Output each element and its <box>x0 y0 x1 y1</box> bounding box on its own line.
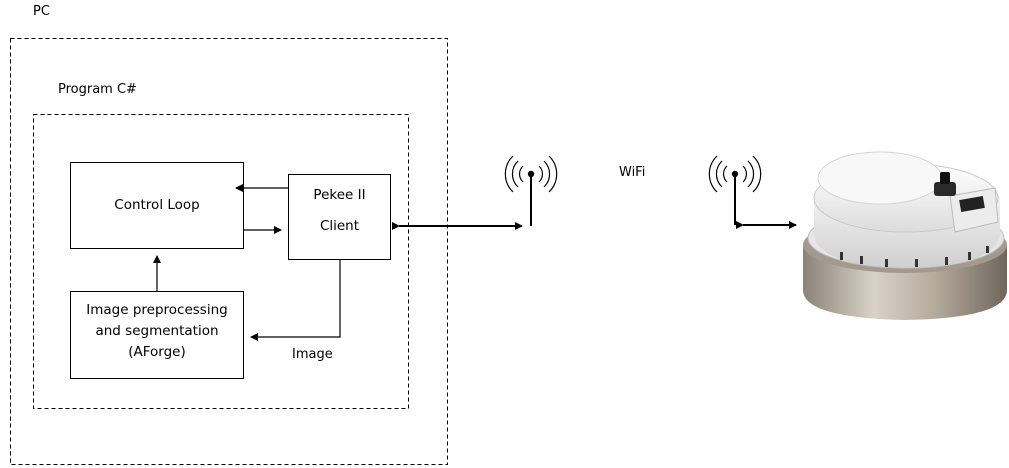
image-edge-label: Image <box>292 347 333 362</box>
wifi-antenna-icon <box>708 155 762 193</box>
program-label: Program C# <box>58 82 137 97</box>
image-processing-box <box>70 291 244 379</box>
control-loop-label: Control Loop <box>114 197 200 213</box>
pc-label: PC <box>33 4 50 19</box>
image-processing-line3: (AForge) <box>128 343 186 360</box>
pekee-client-line2: Client <box>319 218 360 235</box>
image-processing-line2: and segmentation <box>95 322 219 339</box>
pekee-client-box <box>288 174 391 260</box>
pekee-client-line1: Pekee II <box>313 187 366 203</box>
image-processing-line1: Image preprocessing <box>86 302 228 318</box>
pc-boundary <box>10 38 448 465</box>
wifi-antenna-icon <box>504 155 558 193</box>
wifi-label: WiFi <box>619 165 646 180</box>
program-boundary <box>33 114 409 409</box>
pekee-client-label: Pekee II Client <box>289 180 390 242</box>
client-image-link <box>252 260 341 338</box>
pekee-robot-image <box>803 151 1007 320</box>
control-loop-box <box>70 162 244 249</box>
image-processing-label: Image preprocessing and segmentation (AF… <box>71 300 243 363</box>
